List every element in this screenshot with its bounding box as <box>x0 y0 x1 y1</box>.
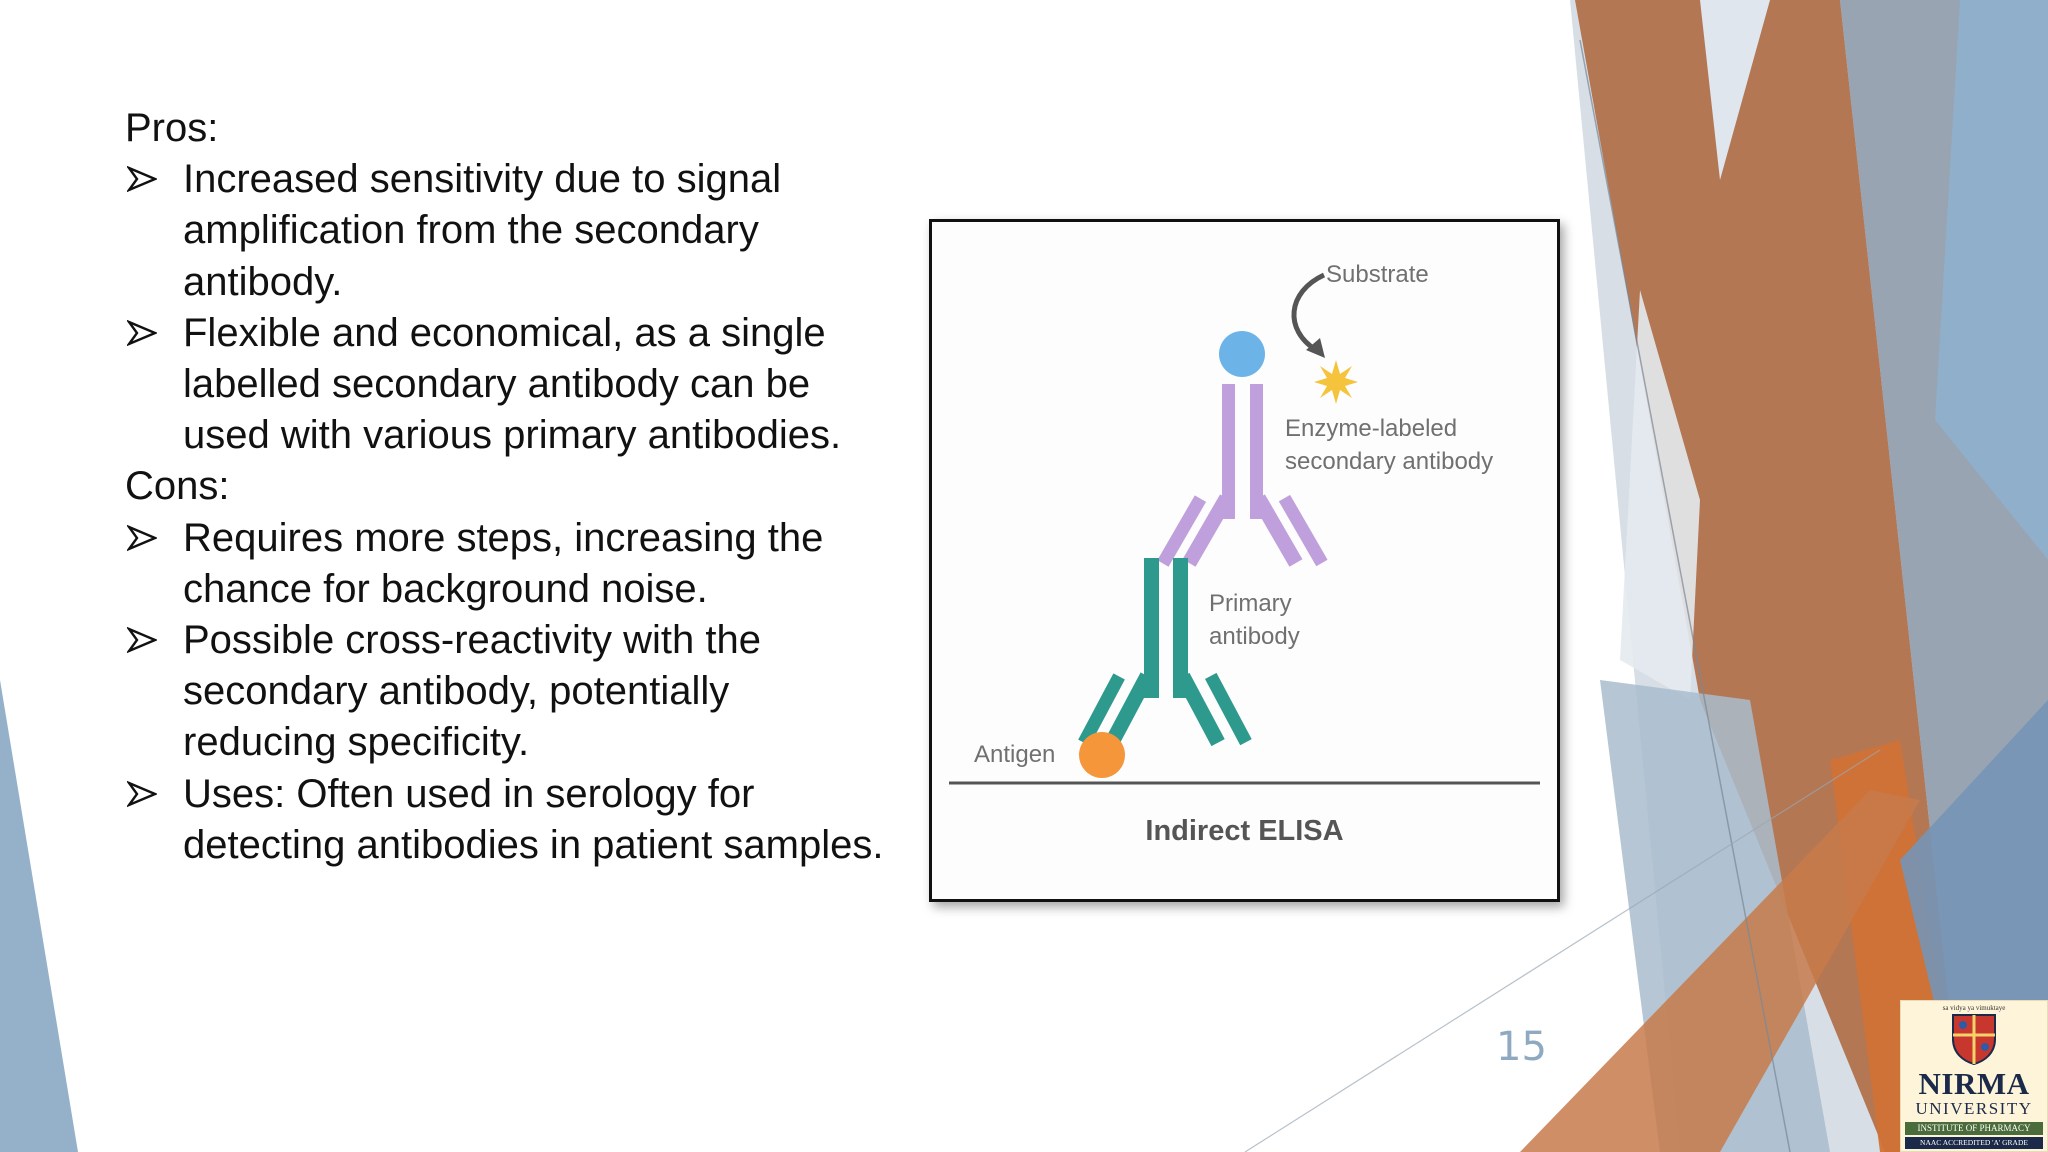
diagram-title: Indirect ELISA <box>1145 815 1344 847</box>
arrow-bullet-icon <box>127 780 157 807</box>
logo-name: NIRMA <box>1918 1066 2030 1101</box>
cons-item: Uses: Often used in serology for detecti… <box>125 769 885 871</box>
substrate-arrowhead <box>1306 338 1325 358</box>
elisa-illustration <box>949 272 1540 785</box>
logo-subname: UNIVERSITY <box>1915 1099 2033 1118</box>
crest-icon <box>1952 1014 1996 1065</box>
arrow-bullet-icon <box>127 626 157 654</box>
cons-item-text: Possible cross-reactivity with the secon… <box>183 618 761 765</box>
primary-label-line2: antibody <box>1209 623 1300 650</box>
slide-content: Pros: Increased sensitivity due to signa… <box>125 103 885 871</box>
cons-item: Requires more steps, increasing the chan… <box>125 513 885 615</box>
enzyme-label-line1: Enzyme-labeled <box>1285 415 1458 442</box>
antigen-label: Antigen <box>974 741 1056 768</box>
pros-item: Increased sensitivity due to signal ampl… <box>125 154 885 308</box>
substrate-arrow <box>1291 272 1326 353</box>
pros-item-text: Increased sensitivity due to signal ampl… <box>183 157 782 304</box>
cons-item-text: Uses: Often used in serology for detecti… <box>183 771 884 867</box>
logo-accreditation-band: NAAC ACCREDITED 'A' GRADE <box>1905 1137 2043 1149</box>
indirect-elisa-diagram: Substrate Enzyme-labeled secondary antib… <box>929 219 1560 902</box>
cons-list: Requires more steps, increasing the chan… <box>125 513 885 871</box>
cons-item: Possible cross-reactivity with the secon… <box>125 615 885 769</box>
slide-number: 15 <box>1496 1024 1547 1070</box>
pros-item: Flexible and economical, as a single lab… <box>125 308 885 462</box>
arrow-bullet-icon <box>127 524 157 551</box>
university-logo: sa vidya ya vimuktaye NIRMA UNIVERSITY I… <box>1900 1000 2048 1152</box>
logo-institute-band: INSTITUTE OF PHARMACY <box>1905 1122 2043 1135</box>
enzyme-label-line2: secondary antibody <box>1285 448 1494 475</box>
enzyme-circle <box>1219 331 1265 377</box>
logo-tagline: sa vidya ya vimuktaye <box>1942 1004 2006 1012</box>
pros-heading: Pros: <box>125 106 219 150</box>
primary-label-line1: Primary <box>1209 590 1292 617</box>
cons-heading: Cons: <box>125 464 230 509</box>
substrate-star-icon <box>1314 360 1358 404</box>
secondary-antibody <box>1157 384 1328 567</box>
pros-list: Increased sensitivity due to signal ampl… <box>125 154 885 461</box>
cons-item-text: Requires more steps, increasing the chan… <box>183 515 824 611</box>
substrate-label: Substrate <box>1326 261 1429 288</box>
arrow-bullet-icon <box>127 319 157 346</box>
arrow-bullet-icon <box>127 166 157 193</box>
antigen-circle <box>1079 732 1125 778</box>
pros-item-text: Flexible and economical, as a single lab… <box>183 310 842 458</box>
primary-antibody <box>1078 558 1252 747</box>
